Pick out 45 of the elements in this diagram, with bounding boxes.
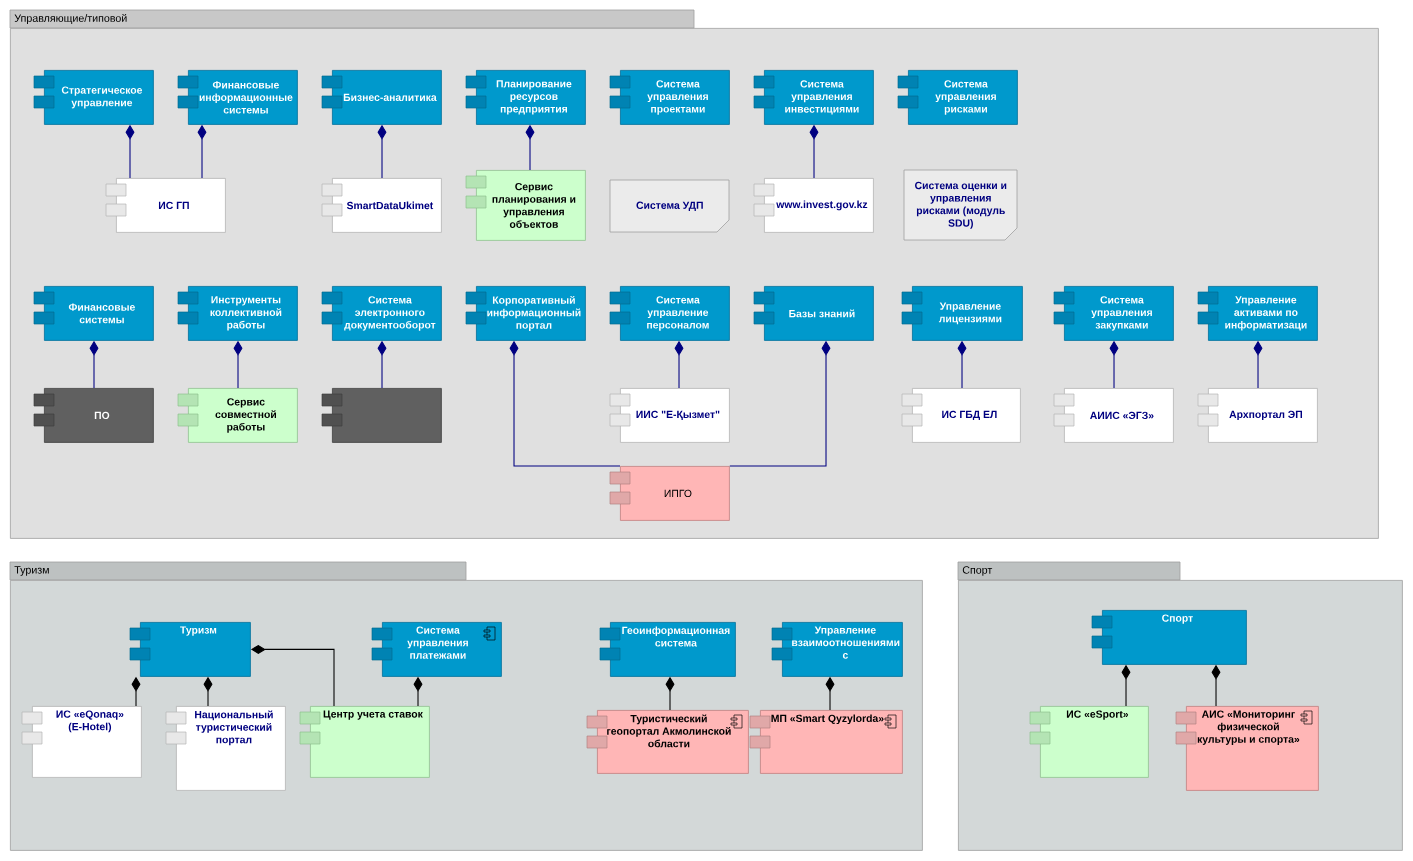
component-box: Стратегическое управление [33, 70, 154, 125]
component-box: ИС ГП [105, 178, 226, 233]
component-box: Система электронного документооборот [321, 286, 442, 341]
component-box: Финансовые информационные системы [177, 70, 298, 125]
note-box: Система УДП [609, 179, 730, 233]
component-box: Туристический геопортал Акмолинской области [586, 710, 749, 774]
component-box: Инструменты коллективной работы [177, 286, 298, 341]
component-box: ИС ГБД ЕЛ [901, 388, 1021, 443]
component-box: ИС «eSport» [1029, 706, 1149, 778]
component-box: Сервис планирования и управления объектов [465, 170, 586, 241]
component-box: Корпоративный информационный портал [465, 286, 586, 341]
component-box: Система управления проектами [609, 70, 730, 125]
component-box: АИИС «ЭГЗ» [1053, 388, 1174, 443]
component-box: Управление лицензиями [901, 286, 1023, 341]
node-label: Туризм [14, 566, 49, 576]
component-box: Центр учета ставок [299, 706, 430, 778]
component-box: Система управления платежами [371, 622, 502, 677]
component-box: Геоинформационная система [599, 622, 736, 677]
component-box: Система управления инвестициями [753, 70, 874, 125]
component-box: Финансовые системы [33, 286, 154, 341]
component-box: Базы знаний [753, 286, 874, 341]
component-box: Спорт [1091, 610, 1247, 665]
component-box: Система управления закупками [1053, 286, 1174, 341]
component-box: Управление активами по информатизаци [1197, 286, 1318, 341]
component-box: Система управления рисками [897, 70, 1018, 125]
component-box: ИПГО [609, 466, 730, 521]
node-label: Управляющие/типовой [14, 13, 127, 25]
component-box: SmartDataUkimet [321, 178, 442, 233]
component-box: МП «Smart Qyzylorda» [749, 710, 903, 774]
component-box: www.invest.gov.kz [753, 178, 874, 233]
component-box: Управление взаимоотношениями с [771, 622, 903, 677]
component-box: Национальный туристический портал [165, 706, 286, 791]
component-box: Система управление персоналом [609, 286, 730, 341]
component-box: Архпортал ЭП [1197, 388, 1318, 443]
component-box: Сервис совместной работы [177, 388, 298, 443]
component-box: АИС «Мониторинг физической культуры и спорта» [1175, 706, 1319, 791]
component-box [321, 388, 442, 443]
component-box: Бизнес-аналитика [321, 70, 442, 125]
node-label: Спорт [962, 566, 993, 576]
component-box: ПО [33, 388, 154, 443]
component-box: ИИС "E-Қызмет" [609, 388, 730, 443]
component-box: Туризм [129, 622, 251, 677]
component-box: Планирование ресурсов предприятия [465, 70, 586, 125]
note-box: Система оценки и управления рисками (модуль SDU) [903, 169, 1018, 241]
component-box: ИС «eQonaq» (E-Hotel) [21, 706, 142, 778]
